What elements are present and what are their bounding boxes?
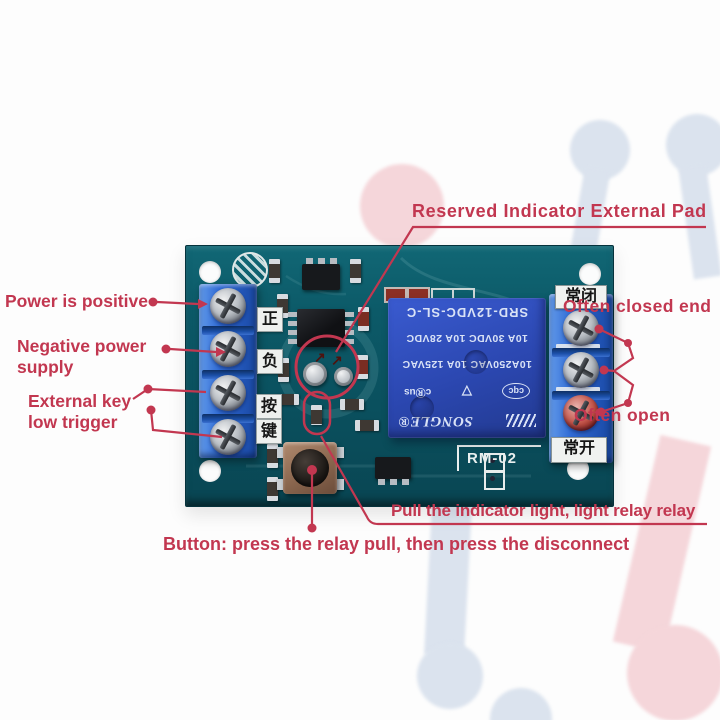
silkscreen-label-positive: 正 xyxy=(257,307,283,332)
silkscreen-no-label: 常开 xyxy=(551,437,607,463)
button-leg xyxy=(277,447,286,458)
silkscreen-arrow-icon: ↗ xyxy=(331,352,343,368)
deco-pink-pin-head-br xyxy=(627,625,720,720)
indicator-led xyxy=(311,405,322,425)
relay-mold-mark xyxy=(410,396,434,420)
ic-pin xyxy=(345,312,354,317)
label-pull-indicator: Pull the indicator light, light relay re… xyxy=(391,501,696,520)
label-line: supply xyxy=(17,357,74,377)
silkscreen-hatched-circle xyxy=(232,252,268,288)
deco-blue-pin-head-bottom xyxy=(417,643,483,709)
label-power-positive: Power is positive xyxy=(5,291,148,311)
tactile-push-button xyxy=(283,442,337,494)
ic-pin xyxy=(345,321,354,326)
smd-resistor xyxy=(275,394,299,405)
smd-resistor xyxy=(358,307,369,331)
transistor-leg xyxy=(378,479,385,485)
ic-pin xyxy=(345,330,354,335)
relay-rating-dc: 10A 30VDC 10A 28VDC xyxy=(406,332,528,345)
smd-resistor xyxy=(355,420,379,431)
terminal-groove xyxy=(202,414,254,423)
terminal-screw-key2 xyxy=(210,419,246,455)
deco-blue-ball-bottom xyxy=(490,688,552,720)
leader-dot xyxy=(143,384,153,394)
button-leg xyxy=(277,479,286,490)
label-external-key: External key low trigger xyxy=(28,391,131,433)
label-often-open: Often open xyxy=(574,405,671,425)
relay-model: SRD-12VDC-SL-C xyxy=(405,305,529,320)
smd-resistor xyxy=(340,399,364,410)
ic-pin xyxy=(288,339,297,344)
transistor-leg xyxy=(390,479,397,485)
mounting-hole-top-right xyxy=(579,263,601,285)
silkscreen-label-button2: 键 xyxy=(256,419,282,444)
silkscreen-label-button1: 按 xyxy=(256,394,282,419)
leader-dot xyxy=(146,405,156,415)
transistor-sot23 xyxy=(302,258,340,290)
terminal-groove xyxy=(202,326,254,335)
silkscreen-arrow-icon: ↗ xyxy=(314,349,326,365)
transistor-sot23 xyxy=(375,457,411,485)
label-negative-power: Negative power supply xyxy=(17,336,146,378)
label-line: low trigger xyxy=(28,412,118,432)
songle-relay: SONGLE® cqc ▽ cⓇus 10A250VAC 10A 125VAC … xyxy=(388,298,546,438)
driver-ic-soic8 xyxy=(288,309,354,347)
smd-resistor xyxy=(357,355,368,379)
leader-dot xyxy=(161,344,171,354)
label-reserved-pad: Reserved Indicator External Pad xyxy=(412,201,707,221)
solder-pad xyxy=(484,471,505,490)
label-often-closed: Often closed end xyxy=(563,296,712,316)
label-line: Negative power xyxy=(17,336,147,356)
cqc-logo-icon: cqc xyxy=(502,383,530,400)
transistor-leg xyxy=(306,258,313,264)
ic-pin xyxy=(288,330,297,335)
button-cap xyxy=(291,449,329,487)
songle-stripes-logo-icon xyxy=(506,414,536,428)
mounting-hole-bottom-left xyxy=(199,460,221,482)
leader-dot xyxy=(148,297,158,307)
input-terminal-block xyxy=(199,284,257,458)
smd-resistor xyxy=(269,259,280,283)
mounting-hole-top-left xyxy=(199,261,221,283)
deco-blue-pin-stem-bottom xyxy=(424,504,472,656)
terminal-screw-com xyxy=(563,352,599,388)
smd-resistor xyxy=(350,259,361,283)
terminal-screw-vcc xyxy=(210,288,246,324)
transistor-leg xyxy=(318,258,325,264)
transistor-leg xyxy=(402,479,409,485)
terminal-screw-no xyxy=(563,395,599,431)
label-line: External key xyxy=(28,391,132,411)
board-model-silkscreen: RM-02 xyxy=(457,445,541,471)
leader-dot xyxy=(307,523,317,533)
smd-resistor xyxy=(267,444,278,468)
vde-triangle-logo-icon: ▽ xyxy=(461,384,472,400)
relay-mold-mark xyxy=(464,350,488,374)
label-button-note: Button: press the relay pull, then press… xyxy=(163,534,630,554)
terminal-groove xyxy=(202,370,254,379)
smd-resistor xyxy=(278,358,289,382)
ic-pin xyxy=(288,321,297,326)
smd-resistor xyxy=(267,477,278,501)
ic-pin xyxy=(345,339,354,344)
reserved-pad-small xyxy=(334,367,353,386)
ic-pin xyxy=(288,312,297,317)
reserved-pad-large xyxy=(303,362,327,386)
terminal-screw-key xyxy=(210,375,246,411)
leader-dot xyxy=(624,339,632,347)
relay-module-pcb: ↗ ↗ RM-02 SONGLE® cqc ▽ xyxy=(185,245,614,507)
smd-resistor xyxy=(277,294,288,318)
transistor-leg xyxy=(330,258,337,264)
silkscreen-label-negative: 负 xyxy=(257,349,283,374)
deco-blue-pin-stem-2 xyxy=(678,164,720,280)
terminal-screw-gnd xyxy=(210,331,246,367)
relay-brand: SONGLE® xyxy=(398,413,473,429)
